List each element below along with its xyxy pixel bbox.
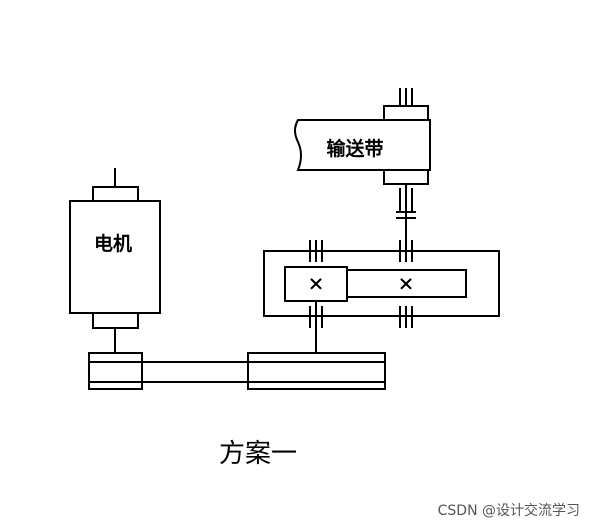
motor-label: 电机 (94, 232, 132, 255)
motor-top-cap (92, 186, 139, 202)
bearing-mark-right: × (398, 271, 415, 295)
drum-top-cap (383, 105, 429, 121)
conveyor-label: 输送带 (326, 137, 383, 160)
coupling (396, 188, 416, 219)
large-pulley (247, 352, 386, 390)
gearbox (263, 180, 500, 353)
drum-bottom-cap (383, 169, 429, 185)
scheme-caption: 方案一 (219, 439, 297, 469)
motor (69, 168, 161, 353)
bearing-block-right (346, 269, 467, 298)
bearing-mark-left: × (308, 271, 325, 295)
motor-bottom-cap (92, 312, 139, 329)
small-pulley (88, 352, 143, 390)
belt-drive (88, 352, 386, 390)
gearbox-housing (263, 250, 500, 317)
conveyor (294, 88, 431, 185)
conveyor-belt (294, 119, 431, 171)
motor-body (69, 200, 161, 314)
watermark: CSDN @设计交流学习 (438, 502, 580, 519)
